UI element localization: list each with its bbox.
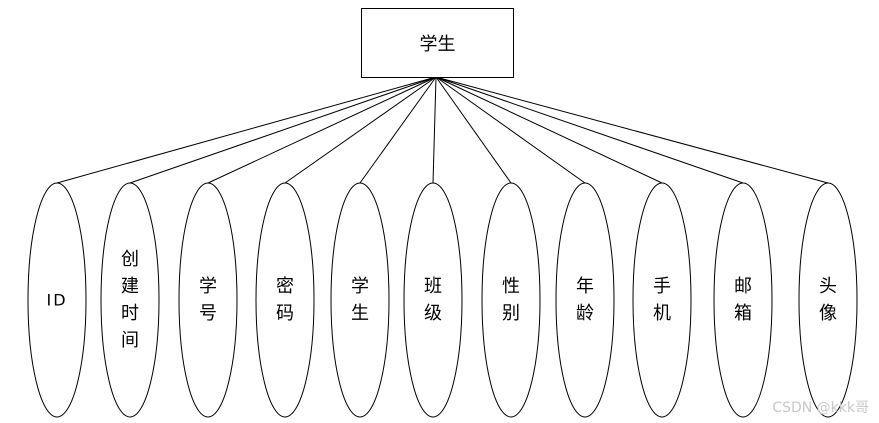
relationship-line <box>432 76 437 184</box>
entity-label: 学生 <box>419 34 456 55</box>
relationship-line <box>435 76 512 184</box>
relationship-line <box>56 76 437 184</box>
entity-student: 学生 <box>361 8 514 78</box>
attribute-ellipse <box>255 182 315 418</box>
attribute-label: ID <box>46 290 68 310</box>
attribute-label: 头像 <box>819 276 837 324</box>
attribute-label: 密码 <box>276 276 294 324</box>
watermark: CSDN @kkk哥 <box>772 400 869 416</box>
attribute-label: 手机 <box>653 276 671 324</box>
relationship-line <box>284 76 437 184</box>
attribute-ellipse <box>632 182 692 418</box>
attribute-label: 学号 <box>199 276 217 324</box>
attribute-label: 创建时间 <box>121 249 139 351</box>
attribute-ellipse <box>798 182 858 418</box>
relationship-line <box>207 76 437 184</box>
attribute-label: 班级 <box>424 276 442 324</box>
attribute-ellipse <box>100 182 160 418</box>
attribute-ellipse <box>178 182 238 418</box>
attribute-ellipse <box>481 182 541 418</box>
attribute-label: 年龄 <box>576 276 594 324</box>
attribute-ellipse <box>555 182 615 418</box>
relationship-line <box>435 76 829 184</box>
relationship-line <box>435 76 663 184</box>
attribute-label: 性别 <box>502 276 520 324</box>
attribute-label: 学生 <box>351 276 369 324</box>
attribute-label: 邮箱 <box>734 276 752 324</box>
relationship-line <box>129 76 437 184</box>
relationship-line <box>435 76 586 184</box>
attribute-ellipse <box>403 182 463 418</box>
relationship-line <box>359 76 437 184</box>
attribute-ellipse <box>330 182 390 418</box>
attribute-ellipse <box>27 182 87 418</box>
relationship-line <box>435 76 744 184</box>
attribute-ellipse <box>713 182 773 418</box>
